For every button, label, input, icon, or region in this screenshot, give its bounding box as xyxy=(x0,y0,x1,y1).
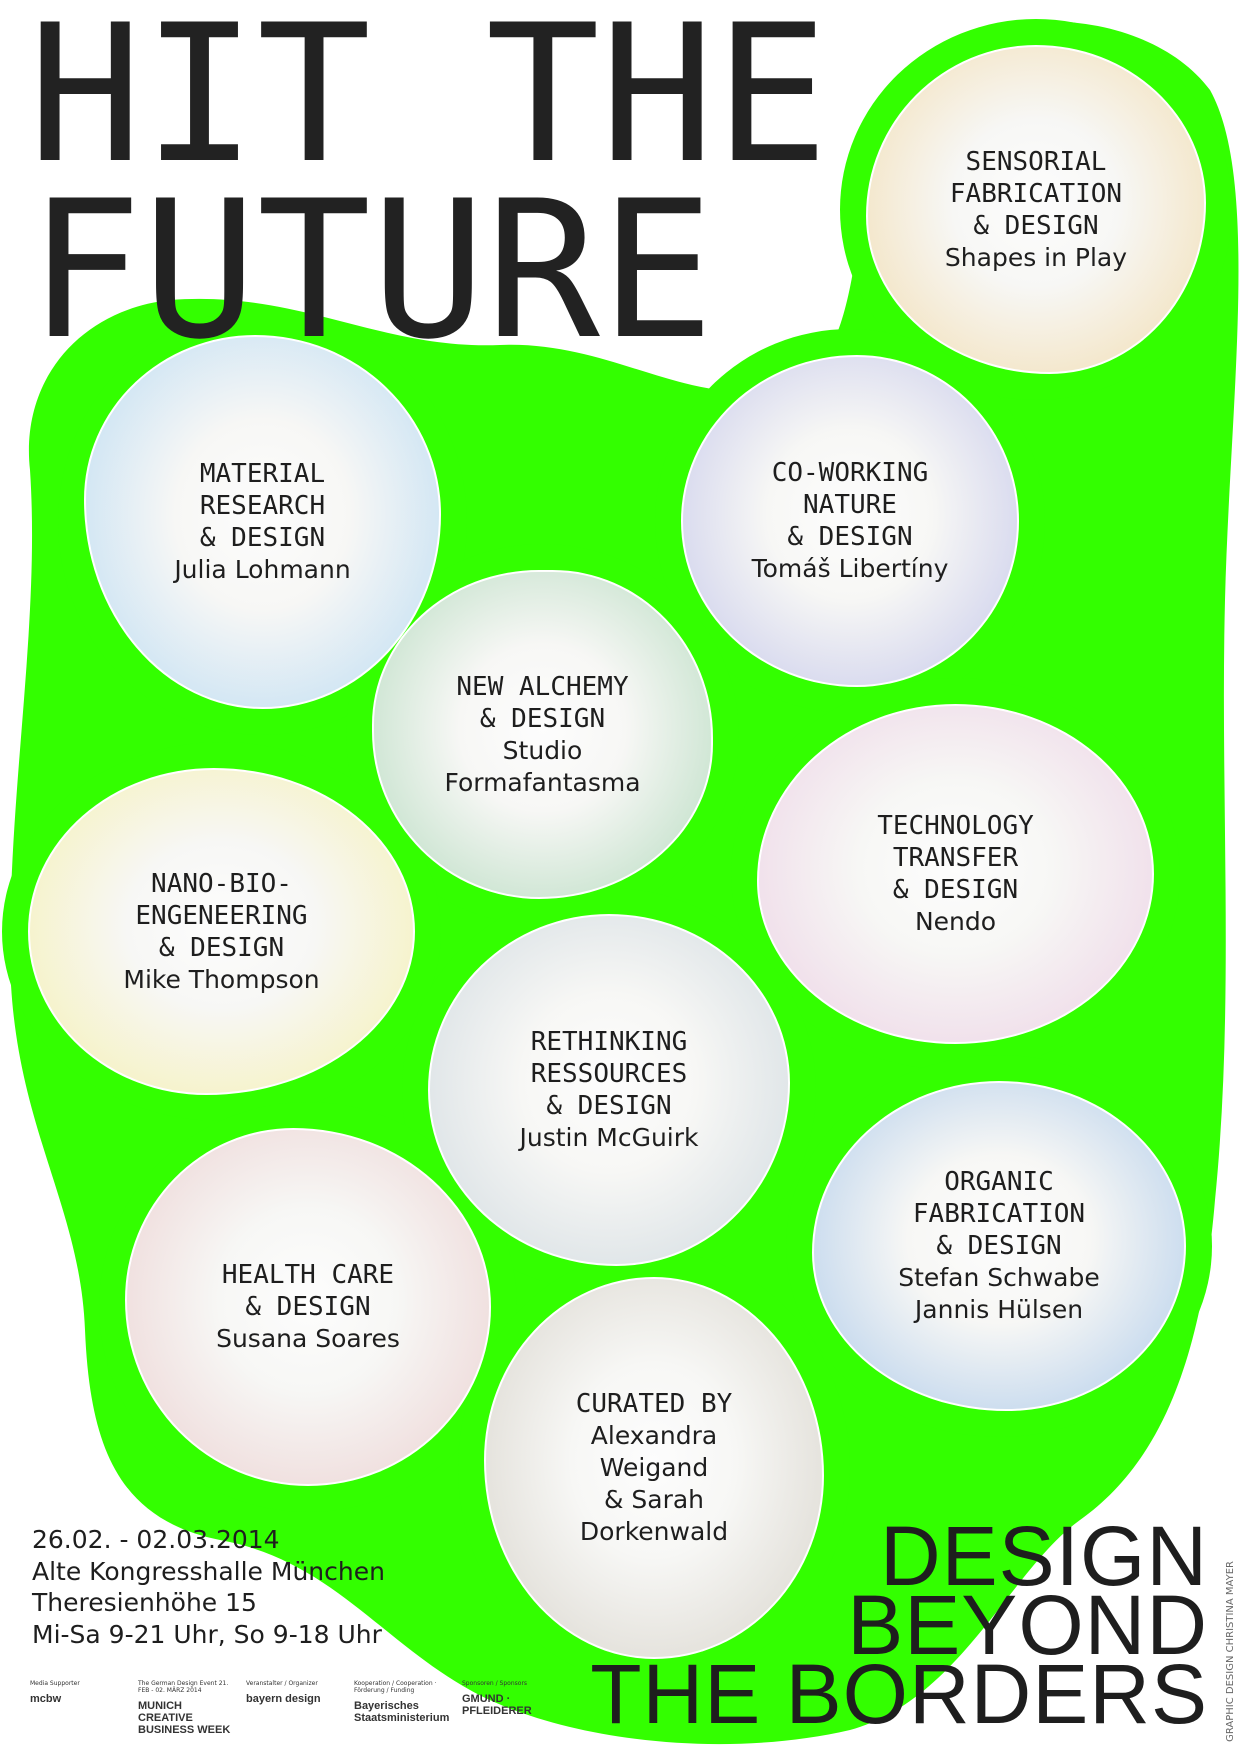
bubble-subtitle: Julia Lohmann xyxy=(174,555,351,584)
bubble-heading: CURATED BY xyxy=(575,1389,733,1419)
bubble-heading: TECHNOLOGY TRANSFER & DESIGN xyxy=(877,811,1034,905)
bubble-heading: MATERIAL RESEARCH & DESIGN xyxy=(199,459,326,553)
logo-mcbw: The German Design Event 21. FEB - 02. MÄ… xyxy=(138,1680,231,1736)
bubble-heading: ORGANIC FABRICATION & DESIGN xyxy=(912,1167,1086,1261)
bubble-subtitle: Justin McGuirk xyxy=(519,1123,699,1152)
bubble-heading: SENSORIAL FABRICATION & DESIGN xyxy=(949,146,1123,241)
event-dates: 26.02. - 02.03.2014 xyxy=(32,1525,280,1554)
tagline: DESIGN BEYOND THE BORDERS xyxy=(590,1509,1208,1741)
title-line-2: FUTURE xyxy=(28,160,715,381)
logo-cooperation: Kooperation / Cooperation · Förderung / … xyxy=(354,1680,450,1724)
bubble-subtitle: Mike Thompson xyxy=(123,964,320,994)
bubble-subtitle: Shapes in Play xyxy=(944,242,1128,272)
tagline-line-2: BEYOND xyxy=(847,1578,1208,1672)
bubble-subtitle: Susana Soares xyxy=(216,1324,400,1353)
bubble-subtitle: Alexandra Weigand & Sarah Dorkenwald xyxy=(579,1421,729,1546)
bubble-subtitle: Nendo xyxy=(914,907,997,936)
bubble-heading: CO-WORKING NATURE & DESIGN xyxy=(771,458,929,552)
bubble-heading: RETHINKING RESSOURCES & DESIGN xyxy=(530,1027,688,1121)
event-info: 26.02. - 02.03.2014 Alte Kongresshalle M… xyxy=(32,1524,385,1650)
tagline-line-1: DESIGN xyxy=(879,1509,1208,1603)
title-line-1: HIT THE xyxy=(28,0,829,205)
bubble-subtitle: Tomáš Libertíny xyxy=(751,554,949,583)
bubble-heading: NANO-BIO- ENGENEERING & DESIGN xyxy=(135,868,308,963)
design-credit: GRAPHIC DESIGN CHRISTINA MAYER xyxy=(1225,1561,1236,1742)
bubble-subtitle: Stefan Schwabe Jannis Hülsen xyxy=(898,1263,1100,1324)
tagline-line-3: THE BORDERS xyxy=(590,1647,1208,1741)
event-venue: Alte Kongresshalle München xyxy=(32,1556,385,1586)
bubble-subtitle: Studio Formafantasma xyxy=(444,735,641,797)
bubble-heading: HEALTH CARE & DESIGN xyxy=(221,1260,395,1322)
event-hours: Mi-Sa 9-21 Uhr, So 9-18 Uhr xyxy=(32,1619,382,1649)
event-address: Theresienhöhe 15 xyxy=(32,1588,257,1617)
bubble-heading: NEW ALCHEMY & DESIGN xyxy=(456,671,629,734)
